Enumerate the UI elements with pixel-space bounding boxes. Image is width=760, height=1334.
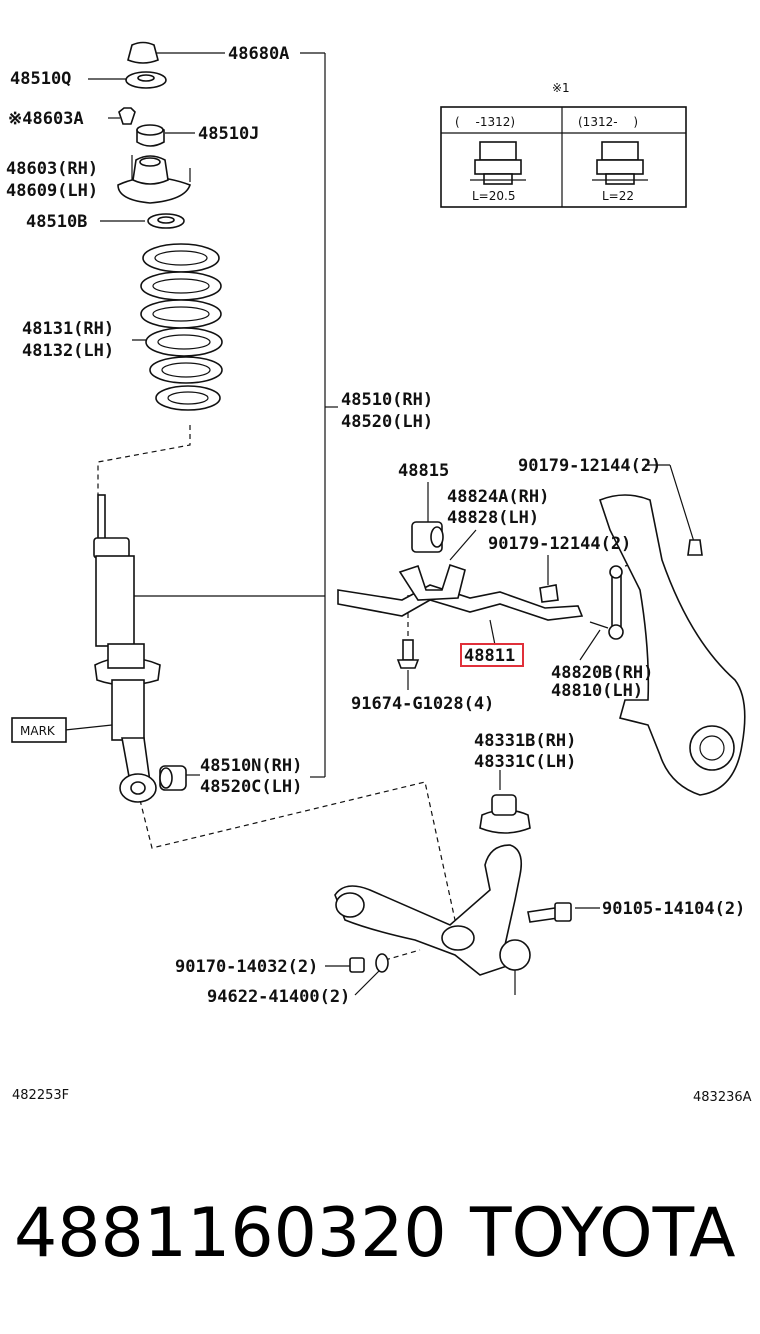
label-48609: 48609(LH)	[6, 181, 98, 201]
label-48132: 48132(LH)	[22, 341, 114, 361]
lower-control-arm	[334, 844, 572, 995]
label-48811: 48811	[464, 646, 515, 666]
footer-brand: TOYOTA	[469, 1194, 735, 1273]
label-48680A: 48680A	[228, 44, 289, 64]
label-48828: 48828(LH)	[447, 508, 539, 528]
upper-mount-parts	[117, 41, 192, 229]
coil-spring	[140, 243, 223, 411]
label-48810: 48810(LH)	[551, 681, 643, 701]
label-48510: 48510(RH)	[341, 390, 433, 410]
label-48815: 48815	[398, 461, 449, 481]
inset-note: ※1	[552, 81, 570, 95]
mark-box	[11, 717, 67, 743]
drawing-code-left: 482253F	[12, 1088, 69, 1103]
steering-knuckle	[599, 494, 746, 796]
label-48520C: 48520C(LH)	[200, 777, 302, 797]
label-90179-top: 90179-12144(2)	[518, 456, 661, 476]
drawing-code-right: 483236A	[693, 1090, 752, 1105]
inset-col1-header: ( -1312)	[455, 115, 515, 129]
inset-text: ※1 ( -1312) (1312- ) L=20.5 L=22	[455, 81, 638, 203]
label-90170: 90170-14032(2)	[175, 957, 318, 977]
label-48510N: 48510N(RH)	[200, 756, 302, 776]
footer-part-number: 4881160320	[14, 1194, 447, 1273]
label-48820B: 48820B(RH)	[551, 663, 653, 683]
label-48331B: 48331B(RH)	[474, 731, 576, 751]
inset-col2-header: (1312- )	[578, 115, 638, 129]
label-48603A: ※48603A	[8, 109, 84, 129]
label-48510B: 48510B	[26, 212, 87, 232]
label-48510J: 48510J	[198, 124, 259, 144]
ball-joint-upper	[479, 794, 531, 834]
label-48510Q: 48510Q	[10, 69, 71, 89]
part-labels: 48680A 48510Q ※48603A 48510J 48603(RH) 4…	[6, 44, 745, 1007]
assembly-dashed-lines	[97, 425, 456, 961]
highlight-48811	[460, 643, 524, 667]
label-48131: 48131(RH)	[22, 319, 114, 339]
mark-label: MARK	[20, 724, 56, 738]
label-90179-mid: 90179-12144(2)	[488, 534, 631, 554]
label-48824A: 48824A(RH)	[447, 487, 549, 507]
inset-table	[440, 106, 687, 208]
label-48331C: 48331C(LH)	[474, 752, 576, 772]
leader-lines	[64, 52, 696, 996]
inset-col2-dim: L=22	[602, 189, 634, 203]
shock-absorber	[93, 494, 187, 803]
stabilizer-bar	[337, 521, 584, 669]
stabilizer-link	[589, 559, 651, 640]
label-48603: 48603(RH)	[6, 159, 98, 179]
label-91674: 91674-G1028(4)	[351, 694, 494, 714]
label-48520: 48520(LH)	[341, 412, 433, 432]
inset-col1-dim: L=20.5	[472, 189, 515, 203]
label-94622: 94622-41400(2)	[207, 987, 350, 1007]
label-90105: 90105-14104(2)	[602, 899, 745, 919]
